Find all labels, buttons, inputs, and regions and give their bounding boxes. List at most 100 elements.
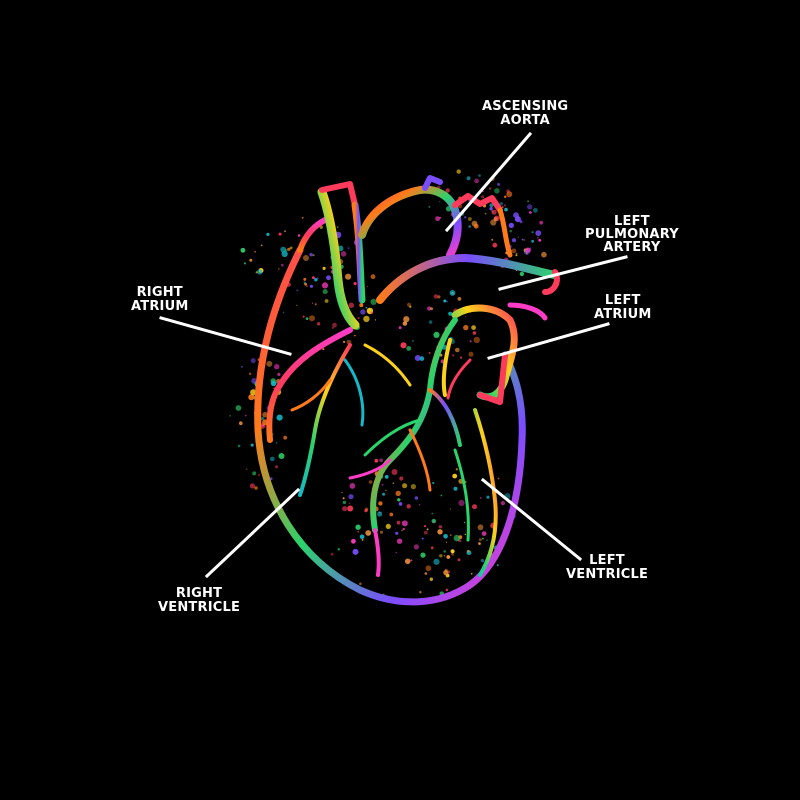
paint-dot [419, 591, 422, 594]
paint-dot [506, 191, 513, 198]
paint-dot [419, 356, 425, 361]
paint-dot [347, 505, 354, 512]
paint-dot [439, 201, 441, 203]
paint-dot [500, 501, 505, 506]
paint-dot [403, 316, 410, 323]
paint-dot [524, 249, 530, 256]
paint-dot [340, 251, 347, 257]
paint-dot [499, 202, 504, 206]
paint-dot [353, 334, 356, 337]
paint-dot [379, 530, 384, 534]
paint-dot [497, 477, 500, 480]
paint-dot [395, 531, 399, 535]
paint-dot [484, 212, 487, 215]
paint-dot [303, 255, 309, 261]
paint-dot [342, 506, 348, 512]
heart-outline [254, 175, 560, 606]
paint-dot [284, 230, 286, 233]
paint-dot [429, 320, 433, 324]
paint-dot [433, 294, 438, 299]
paint-dot [347, 247, 350, 250]
paint-dot [469, 340, 472, 343]
paint-dot [486, 539, 488, 541]
paint-dot [481, 531, 487, 536]
paint-dot [266, 360, 273, 367]
paint-dot [537, 237, 539, 239]
paint-dot [466, 176, 471, 181]
paint-dot [472, 504, 477, 510]
paint-dot [457, 558, 461, 562]
paint-dot [519, 220, 523, 224]
paint-dot [455, 468, 458, 471]
paint-dot [276, 414, 283, 421]
paint-dot [278, 453, 285, 459]
paint-dot [322, 266, 326, 270]
label-right-atrium: RIGHT ATRIUM [131, 286, 188, 314]
paint-dot [348, 494, 354, 500]
paint-dot [471, 325, 476, 330]
paint-dot [379, 458, 383, 463]
paint-dot [533, 207, 538, 213]
label-line: ASCENSING [482, 99, 569, 114]
paint-dot [428, 352, 431, 354]
paint-dot [446, 300, 449, 303]
paint-dot [349, 483, 356, 489]
paint-dot [353, 282, 357, 286]
paint-dot [470, 572, 473, 575]
paint-dot [406, 346, 412, 351]
paint-dot [482, 560, 484, 563]
paint-dot [285, 249, 288, 252]
paint-dot [359, 582, 362, 586]
paint-dot [287, 247, 291, 251]
label-line: VENTRICLE [566, 567, 649, 582]
paint-dot [396, 520, 401, 525]
paint-dot [464, 533, 467, 536]
paint-dot [531, 231, 534, 234]
paint-dot [342, 340, 346, 344]
paint-dot [316, 322, 321, 326]
paint-dot [508, 222, 514, 229]
paint-dot [443, 570, 449, 576]
leader-line-right-ventricle [204, 487, 301, 579]
label-left-ventricle: LEFT VENTRICLE [566, 554, 648, 582]
label-left-pulmonary-artery: LEFT PULMONARY ARTERY [585, 215, 679, 254]
paint-dot [414, 496, 419, 500]
leader-line-ascending-aorta [444, 131, 533, 233]
paint-dot [457, 297, 462, 301]
paint-dot [515, 254, 518, 257]
label-ascending-aorta: ASCENSING AORTA [482, 100, 568, 128]
paint-dot [396, 538, 403, 544]
paint-dot [439, 554, 443, 558]
paint-dot [248, 372, 252, 375]
paint-dot [515, 252, 518, 255]
paint-dot [402, 527, 405, 531]
paint-dot [423, 530, 428, 535]
paint-dot [426, 528, 429, 531]
paint-dot [477, 524, 484, 531]
paint-dot [254, 486, 258, 490]
paint-dot [332, 322, 337, 328]
paint-dot [449, 534, 452, 537]
paint-dot [381, 483, 384, 486]
paint-dot [322, 348, 325, 351]
paint-dot [453, 534, 460, 542]
paint-dot [249, 258, 253, 262]
paint-dot [364, 507, 369, 511]
paint-dot [312, 276, 315, 279]
paint-dot [401, 520, 408, 527]
paint-dot [463, 324, 469, 331]
paint-dot [468, 225, 472, 228]
paint-dot [245, 414, 247, 417]
paint-dot [491, 209, 497, 215]
paint-dot [258, 474, 260, 476]
paint-dot [296, 304, 298, 306]
paint-dot [437, 529, 443, 535]
paint-dot [385, 489, 387, 491]
paint-dot [463, 521, 466, 524]
paint-dot [240, 247, 246, 253]
paint-dot [322, 289, 328, 295]
leader-lines [159, 131, 628, 579]
paint-dot [491, 238, 494, 241]
paint-dot [241, 366, 243, 368]
paint-dot [370, 311, 374, 314]
